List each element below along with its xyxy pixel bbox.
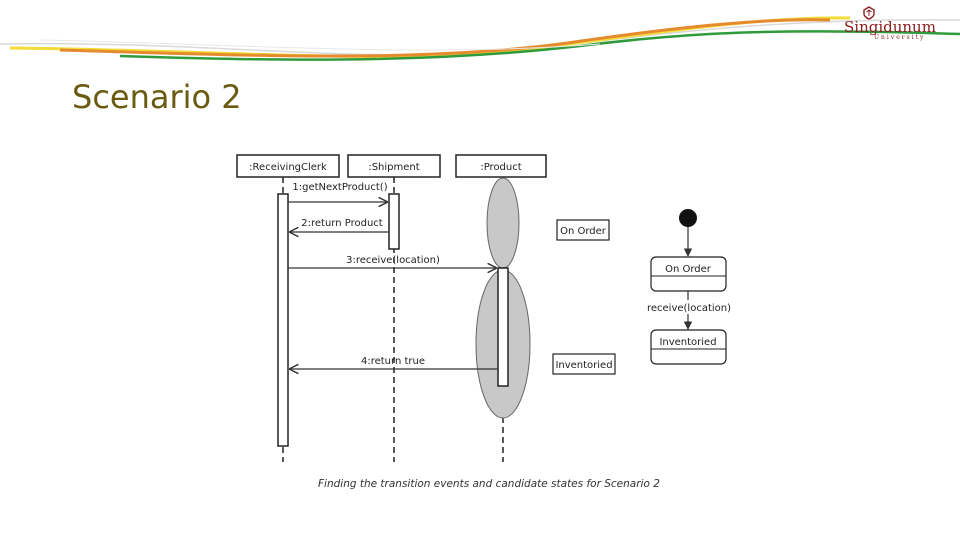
lifeline-label: :Shipment xyxy=(368,162,419,173)
message-label: 1:getNextProduct() xyxy=(292,182,387,193)
candidate-state-on-order: On Order xyxy=(556,219,610,241)
message-label: 4:return true xyxy=(361,356,425,367)
logo-subtitle: University xyxy=(874,34,926,41)
candidate-state-inventoried: Inventoried xyxy=(552,353,616,375)
lifeline-product: :Product xyxy=(455,154,547,178)
state-label: Inventoried xyxy=(659,337,716,348)
activation-bar xyxy=(277,193,289,447)
state-label: Inventoried xyxy=(555,360,612,371)
logo-name: Singidunum xyxy=(844,18,936,36)
lifeline-shipment: :Shipment xyxy=(347,154,441,178)
message-get-next-product: 1:getNextProduct() xyxy=(288,182,388,202)
message-receive-location: 3:receive(location) xyxy=(288,255,496,268)
state-on-order: On Order xyxy=(650,256,727,292)
figure-caption: Finding the transition events and candid… xyxy=(318,478,660,490)
activation-bar xyxy=(497,267,509,387)
state-label: On Order xyxy=(665,264,712,275)
message-label: 2:return Product xyxy=(301,218,383,229)
crest-icon xyxy=(863,6,875,20)
state-machine: On Order receive(location) Inventoried xyxy=(647,209,731,365)
message-label: 3:receive(location) xyxy=(346,255,440,266)
state-highlight-on-order xyxy=(486,177,520,269)
initial-state xyxy=(679,209,697,227)
message-return-product: 2:return Product xyxy=(290,218,389,232)
lifeline-label: :ReceivingClerk xyxy=(249,162,327,173)
state-label: On Order xyxy=(560,226,607,237)
lifeline-receiving-clerk: :ReceivingClerk xyxy=(236,154,340,178)
transition-label: receive(location) xyxy=(647,303,731,314)
sequence-diagram: :ReceivingClerk :Shipment :Product 1:get… xyxy=(236,154,731,462)
lifeline-label: :Product xyxy=(480,162,521,173)
university-logo: Singidunum University xyxy=(838,6,938,42)
page-title: Scenario 2 xyxy=(72,78,242,116)
header-swoosh-decoration xyxy=(0,16,960,61)
activation-bar xyxy=(388,193,400,250)
message-return-true: 4:return true xyxy=(290,356,498,369)
state-inventoried: Inventoried xyxy=(650,329,727,365)
